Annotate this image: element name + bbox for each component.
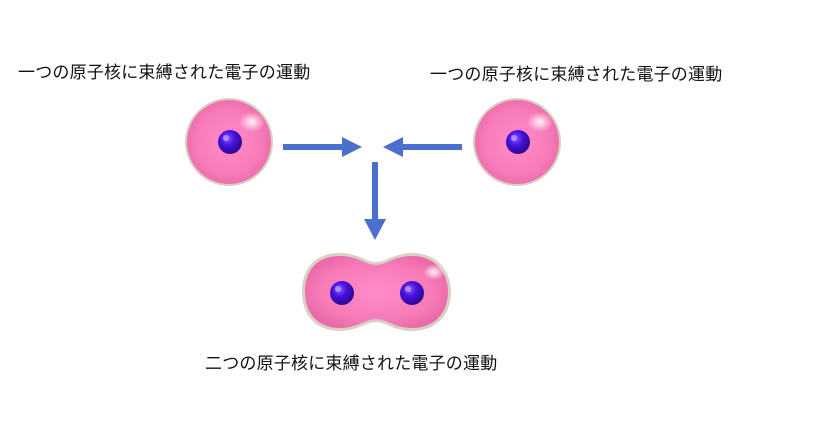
- molecule-highlight: [423, 264, 445, 280]
- arrow-right-head: [342, 137, 362, 157]
- right-atom: [473, 98, 561, 186]
- left-atom-label: 一つの原子核に束縛された電子の運動: [18, 63, 311, 83]
- left-atom-nucleus: [218, 130, 242, 154]
- right-atom-nucleus: [506, 130, 530, 154]
- right-atom-label: 一つの原子核に束縛された電子の運動: [430, 65, 723, 85]
- molecule-nucleus-right: [400, 281, 424, 305]
- right-atom-highlight: [527, 112, 553, 132]
- molecule-electron-cloud: [305, 256, 448, 328]
- molecule-nucleus-right-highlight: [405, 286, 411, 292]
- left-nucleus-highlight: [223, 135, 229, 141]
- arrows: [283, 137, 462, 240]
- molecule-label: 二つの原子核に束縛された電子の運動: [205, 354, 498, 374]
- molecule-nucleus-left: [330, 281, 354, 305]
- left-atom: [185, 98, 273, 186]
- arrow-left-head: [383, 137, 403, 157]
- left-atom-highlight: [239, 112, 265, 132]
- molecule-nucleus-left-highlight: [335, 286, 341, 292]
- right-nucleus-highlight: [511, 135, 517, 141]
- molecule: [302, 253, 451, 331]
- arrow-down-head: [364, 219, 386, 240]
